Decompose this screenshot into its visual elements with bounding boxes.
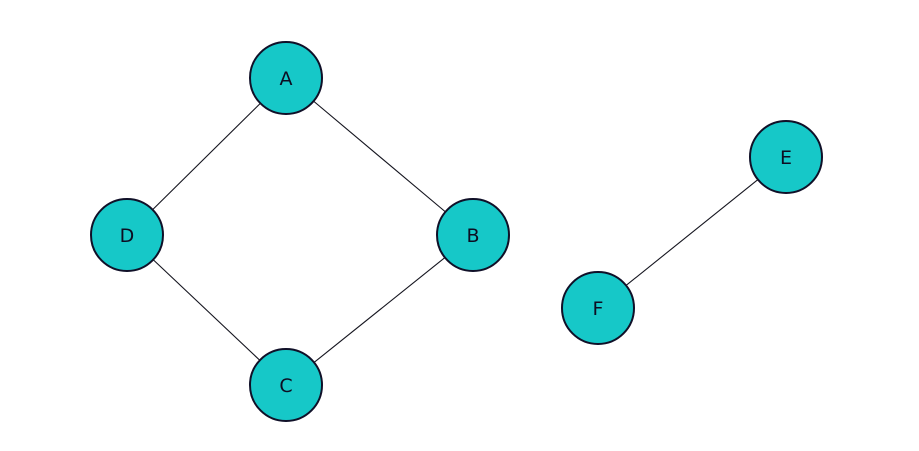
node-layer: A B C D E F	[90, 41, 823, 422]
graph-node-circle-b[interactable]	[436, 198, 510, 272]
graph-node-circle-e[interactable]	[749, 120, 823, 194]
graph-node-b[interactable]: B	[436, 198, 510, 272]
graph-node-circle-d[interactable]	[90, 198, 164, 272]
graph-node-c[interactable]: C	[249, 348, 323, 422]
graph-node-circle-a[interactable]	[249, 41, 323, 115]
graph-node-circle-f[interactable]	[561, 271, 635, 345]
graph-node-a[interactable]: A	[249, 41, 323, 115]
graph-edge-f-e	[624, 178, 760, 287]
graph-edge-a-b	[312, 100, 447, 213]
graph-edge-a-d	[151, 102, 262, 211]
graph-edge-c-b	[312, 256, 447, 364]
graph-node-e[interactable]: E	[749, 120, 823, 194]
graph-node-circle-c[interactable]	[249, 348, 323, 422]
graph-node-f[interactable]: F	[561, 271, 635, 345]
graph-edge-d-c	[152, 258, 261, 362]
graph-node-d[interactable]: D	[90, 198, 164, 272]
edge-layer	[151, 100, 760, 364]
